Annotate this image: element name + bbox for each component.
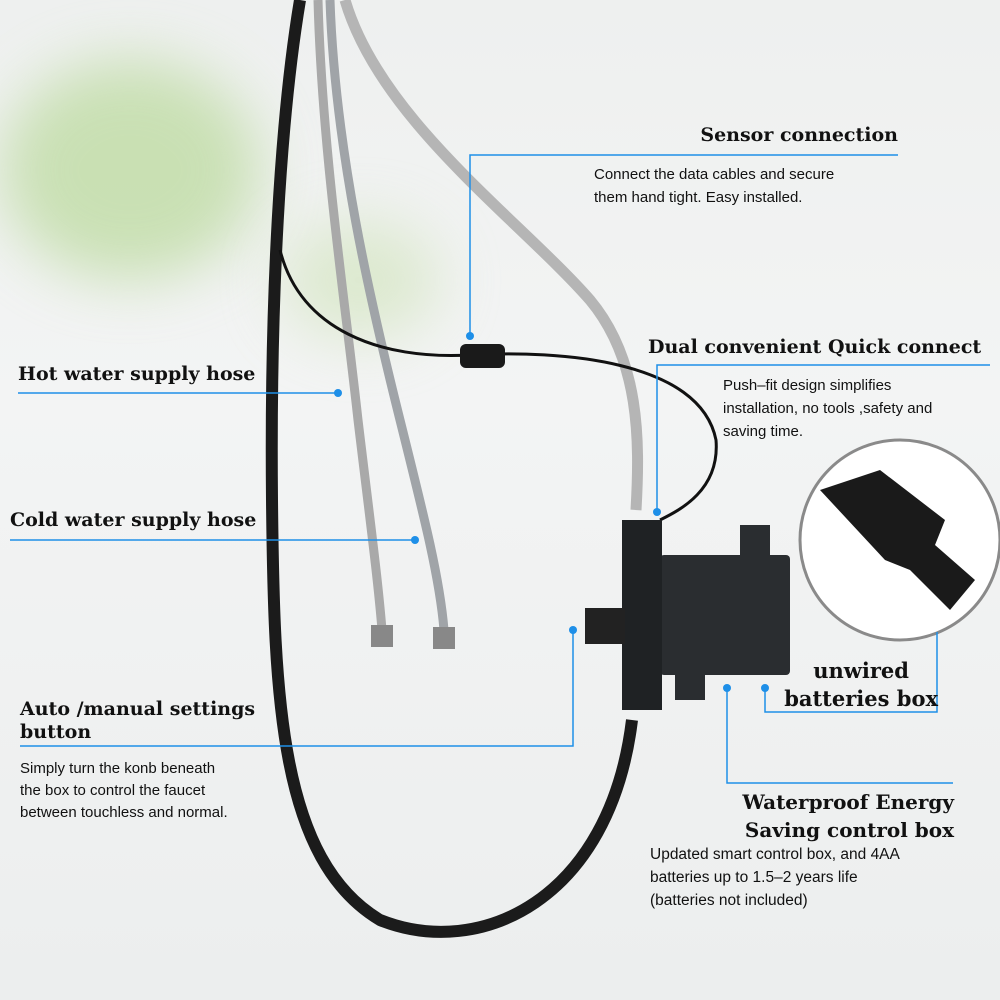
title-line: button: [20, 721, 92, 743]
hot-hose-nut: [371, 625, 393, 647]
hot-water-hose: [313, 0, 387, 631]
control-box-title: Waterproof Energy Saving control box: [742, 788, 954, 844]
callout-dot: [466, 332, 474, 340]
callout-dot: [723, 684, 731, 692]
cold-hose-nut: [433, 627, 455, 649]
desc-line: saving time.: [723, 423, 804, 440]
desc-line: between touchless and normal.: [20, 804, 228, 821]
desc-line: them hand tight. Easy installed.: [594, 189, 803, 206]
sensor-connection-title: Sensor connection: [700, 124, 898, 146]
cold-water-hose: [325, 0, 449, 631]
title-line: Saving control box: [744, 818, 954, 842]
pull-down-hose: [265, 0, 638, 938]
quick-connect-desc: Push–fit design simplifies installation,…: [723, 374, 932, 443]
desc-line: installation, no tools ,safety and: [723, 400, 933, 417]
battery-connector: [820, 470, 975, 610]
desc-line: Connect the data cables and secure: [594, 166, 835, 183]
control-box-desc: Updated smart control box, and 4AA batte…: [650, 843, 900, 912]
title-line: batteries box: [784, 686, 938, 711]
valve-body: [622, 520, 662, 710]
callout-dot: [761, 684, 769, 692]
hot-hose-title: Hot water supply hose: [18, 363, 256, 385]
batteries-title: unwired batteries box: [784, 657, 938, 713]
supply-hose: [339, 0, 644, 511]
background-foliage: [0, 60, 260, 280]
sensor-callout-line: [469, 154, 898, 336]
quick-connect-callout-line: [656, 364, 990, 512]
quick-connect-title: Dual convenient Quick connect: [648, 336, 982, 358]
callout-dot: [653, 508, 661, 516]
auto-manual-desc: Simply turn the konb beneath the box to …: [20, 758, 228, 824]
mounting-bracket: [740, 525, 770, 560]
sensor-cable: [278, 249, 718, 522]
callout-dot: [411, 536, 419, 544]
callout-dot: [334, 389, 342, 397]
cold-hose-title: Cold water supply hose: [10, 509, 257, 531]
title-line: Waterproof Energy: [742, 790, 954, 814]
auto-manual-title: Auto /manual settings button: [20, 698, 255, 744]
manual-knob: [585, 608, 625, 644]
batteries-callout-line: [764, 632, 938, 713]
desc-line: batteries up to 1.5–2 years life: [650, 869, 858, 886]
sensor-connector: [460, 344, 505, 368]
desc-line: (batteries not included): [650, 892, 808, 909]
auto-manual-callout-line: [20, 630, 574, 747]
sensor-connection-desc: Connect the data cables and secure them …: [594, 163, 834, 209]
desc-line: the box to control the faucet: [20, 782, 206, 799]
control-box-callout-line: [726, 688, 953, 784]
control-box: [660, 555, 790, 675]
title-line: unwired: [813, 658, 909, 683]
callout-dot: [569, 626, 577, 634]
desc-line: Push–fit design simplifies: [723, 377, 892, 394]
desc-line: Updated smart control box, and 4AA: [650, 846, 900, 863]
desc-line: Simply turn the konb beneath: [20, 760, 216, 777]
title-line: Auto /manual settings: [20, 698, 256, 720]
mounting-bracket: [675, 670, 705, 700]
